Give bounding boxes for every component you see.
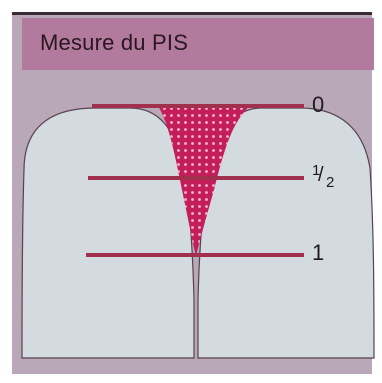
half-denominator: 2	[326, 174, 334, 191]
top-edge-line	[12, 12, 372, 15]
level-label-1: 1	[312, 240, 324, 266]
half-slash: /	[318, 164, 324, 187]
figure-title: Mesure du PIS	[40, 30, 188, 56]
level-label-0: 0	[312, 92, 324, 118]
left-tooth	[22, 108, 194, 358]
